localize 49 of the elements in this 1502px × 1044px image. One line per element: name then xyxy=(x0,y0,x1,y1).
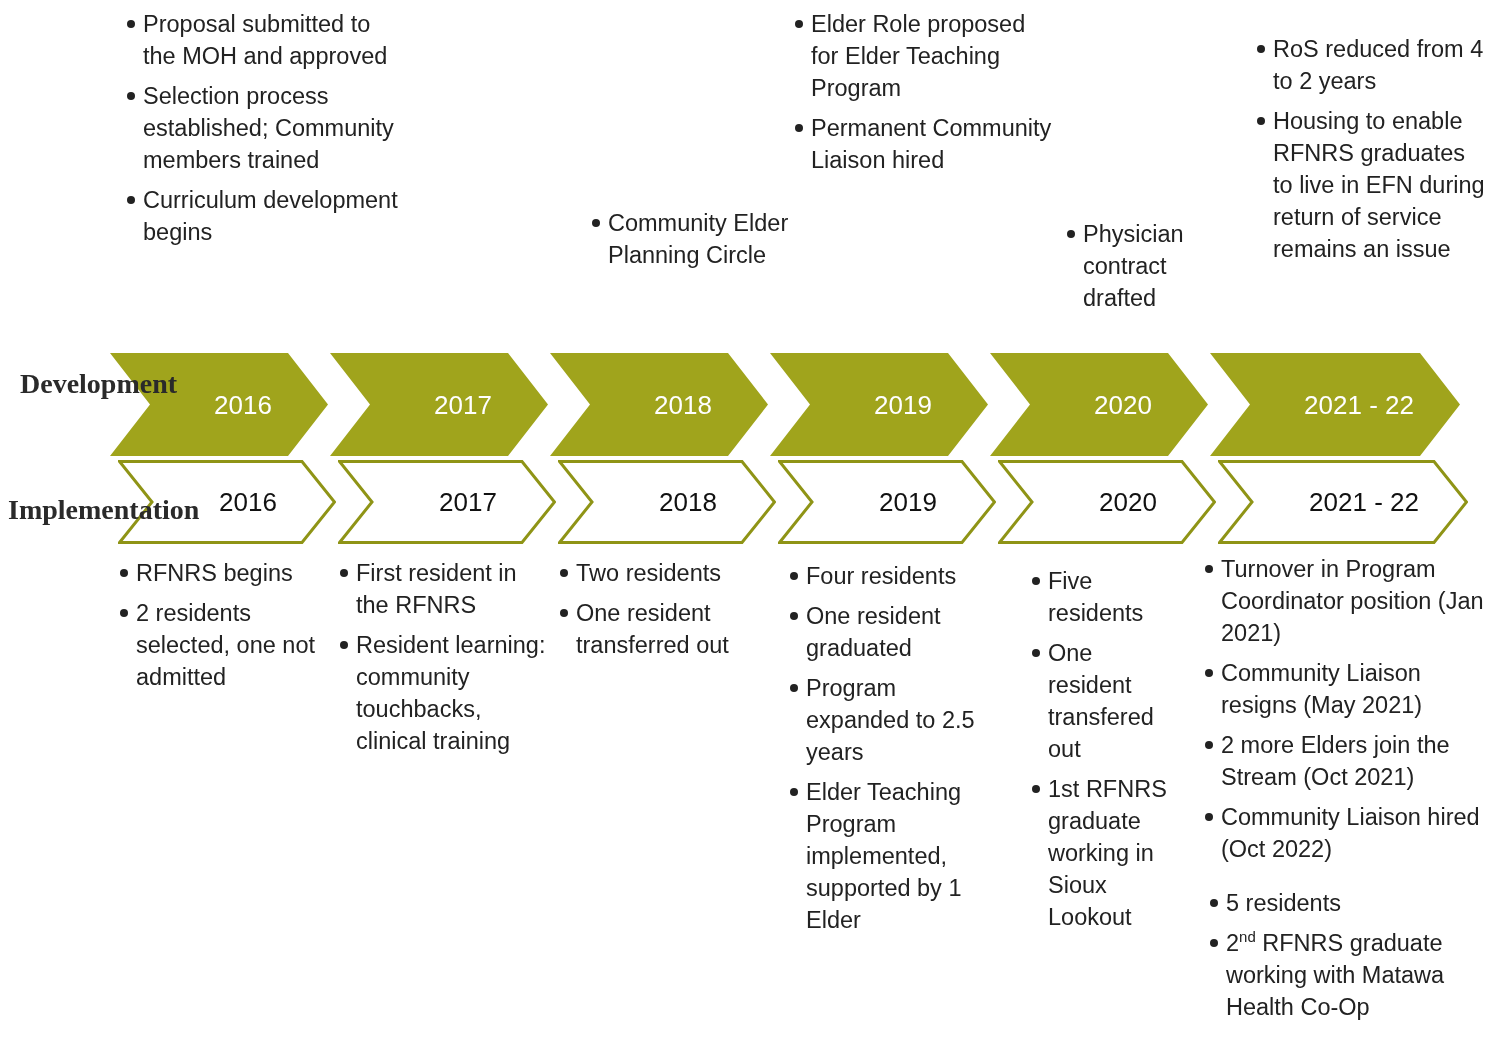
timeline-year-segment xyxy=(990,353,1208,456)
bullet-text: Five residents xyxy=(1030,565,1180,629)
bullet-text: Community Liaison resigns (May 2021) xyxy=(1203,657,1498,721)
bullet-text: 2$^{nd}$ RFNRS graduate working with Matawa Health Co-Op xyxy=(1208,927,1498,1023)
bullet-text: Turnover in Program Coordinator position (Jan 2021) xyxy=(1203,553,1498,649)
bullet-text: One resident transfered out xyxy=(1030,637,1180,765)
bullet-text: One resident transferred out xyxy=(558,597,770,661)
year-label: 2018 xyxy=(653,389,713,420)
bullet-text: 2 residents selected, one not admitted xyxy=(118,597,323,693)
bullet-text: One resident graduated xyxy=(788,600,1003,664)
year-label: 2019 xyxy=(878,486,938,518)
year-label: 2017 xyxy=(433,389,493,420)
bullet-text: RFNRS begins xyxy=(118,557,323,589)
timeline-year-segment xyxy=(1218,460,1468,544)
bullet-text: Physician contract drafted xyxy=(1065,218,1205,314)
timeline-year-segment xyxy=(550,353,768,456)
bullet-text: Community Liaison hired (Oct 2022) xyxy=(1203,801,1498,865)
bullet-text: First resident in the RFNRS xyxy=(338,557,550,621)
year-label: 2020 xyxy=(1098,486,1158,518)
bullet-text: 5 residents xyxy=(1208,887,1498,919)
bullet-text: Curriculum development begins xyxy=(125,184,400,248)
bullet-text: Community Elder Planning Circle xyxy=(590,207,790,271)
year-label: 2018 xyxy=(658,486,718,518)
bullet-text: Four residents xyxy=(788,560,1003,592)
year-label: 2016 xyxy=(213,389,273,420)
timeline-year-segment xyxy=(330,353,548,456)
year-label: 2020 xyxy=(1093,389,1153,420)
timeline-year-segment xyxy=(770,353,988,456)
bullet-text: Elder Role proposed for Elder Teaching Program xyxy=(793,8,1053,104)
timeline-year-segment xyxy=(558,460,776,544)
bullet-text: Resident learning: community touchbacks, clinical training xyxy=(338,629,550,757)
bullet-text: Program expanded to 2.5 years xyxy=(788,672,1003,768)
timeline-year-segment xyxy=(778,460,996,544)
year-label: 2017 xyxy=(438,486,498,518)
timeline-year-segment xyxy=(998,460,1216,544)
bullet-text: Proposal submitted to the MOH and approved xyxy=(125,8,400,72)
year-label: 2021 - 22 xyxy=(1308,486,1420,518)
year-label: 2019 xyxy=(873,389,933,420)
bullet-text: Elder Teaching Program implemented, supported by 1 Elder xyxy=(788,776,1003,936)
bullet-text: Housing to enable RFNRS graduates to live in EFN during return of service remains an issue xyxy=(1255,105,1490,265)
bullet-text: 1st RFNRS graduate working in Sioux Lookout xyxy=(1030,773,1180,933)
bullet-text: Two residents xyxy=(558,557,770,589)
bullet-text: Selection process established; Community members trained xyxy=(125,80,400,176)
timeline-year-segment xyxy=(1210,353,1460,456)
bullet-text: 2 more Elders join the Stream (Oct 2021) xyxy=(1203,729,1498,793)
bullet-text: Permanent Community Liaison hired xyxy=(793,112,1053,176)
bullet-text: RoS reduced from 4 to 2 years xyxy=(1255,33,1490,97)
timeline-year-segment xyxy=(338,460,556,544)
year-label: 2021 - 22 xyxy=(1303,389,1415,420)
